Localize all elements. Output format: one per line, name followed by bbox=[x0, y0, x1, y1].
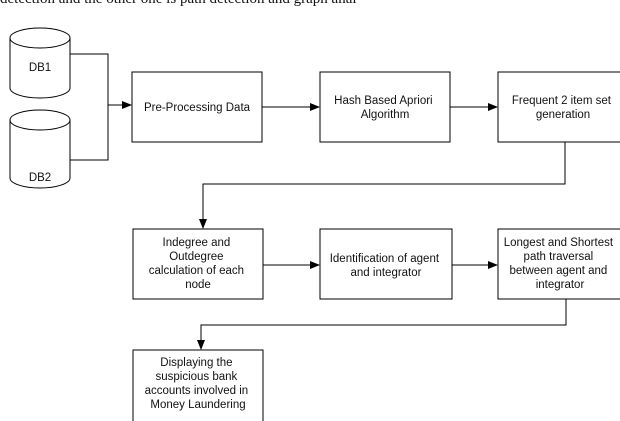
step-preprocess: Pre-Processing Data bbox=[131, 71, 263, 143]
step-frequent-itemset-label: Frequent 2 item set generation bbox=[512, 95, 614, 121]
database-db2: DB2 bbox=[9, 109, 71, 189]
step-frequent-itemset: Frequent 2 item set generation bbox=[497, 71, 620, 143]
arrow-path-to-display bbox=[197, 299, 567, 350]
database-db1: DB1 bbox=[9, 27, 71, 99]
db1-cylinder-body bbox=[9, 38, 71, 99]
step-degree-calc: Indegree and Outdegree calculation of ea… bbox=[132, 228, 264, 300]
db1-label: DB1 bbox=[29, 62, 51, 74]
step-path-traversal: Longest and Shortest path traversal betw… bbox=[497, 228, 620, 300]
db2-label: DB2 bbox=[29, 172, 51, 184]
db1-cylinder-top bbox=[9, 27, 71, 49]
db2-cylinder-body bbox=[9, 120, 71, 189]
step-degree-calc-label: Indegree and Outdegree calculation of ea… bbox=[149, 237, 247, 291]
db2-cylinder-top bbox=[9, 109, 71, 131]
step-display-accounts: Displaying the suspicious bank accounts … bbox=[132, 349, 264, 421]
arrow-frequent-to-degree bbox=[199, 142, 566, 229]
connector-db-merge bbox=[70, 53, 132, 161]
step-display-accounts-label: Displaying the suspicious bank accounts … bbox=[145, 357, 252, 411]
step-agent-integrator-label: Identification of agent and integrator bbox=[330, 253, 443, 279]
step-agent-integrator: Identification of agent and integrator bbox=[319, 228, 453, 300]
step-path-traversal-label: Longest and Shortest path traversal betw… bbox=[504, 237, 617, 291]
step-preprocess-label: Pre-Processing Data bbox=[144, 102, 251, 114]
step-hash-apriori-label: Hash Based Apriori Algorithm bbox=[334, 95, 436, 121]
step-hash-apriori: Hash Based Apriori Algorithm bbox=[319, 71, 451, 143]
header-text: detection and the other one is path dete… bbox=[0, 0, 620, 11]
